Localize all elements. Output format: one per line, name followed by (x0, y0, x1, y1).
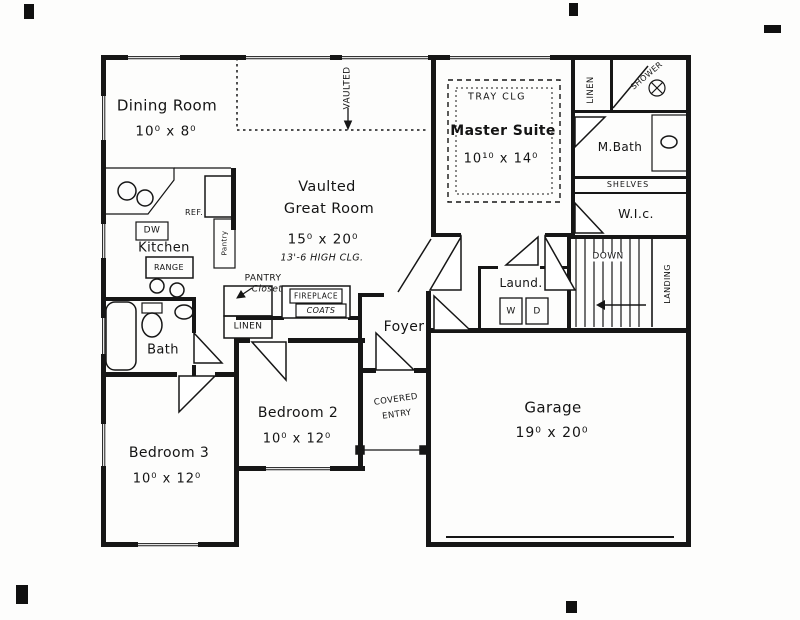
mbath-sink (660, 135, 678, 149)
dw-label: DW (143, 225, 161, 236)
annotation-arrows (236, 108, 353, 299)
bathtub (105, 301, 137, 371)
ceiling-lines (236, 58, 561, 203)
door-swings (178, 65, 649, 414)
great-room-label-2: Great Room (283, 200, 375, 217)
pantry-closet-label-1: PANTRY (244, 273, 282, 284)
great-room-ceiling-note: 13'-6 HIGH CLG. (280, 252, 364, 264)
toilet-tank (141, 302, 163, 314)
garage-dims: 19⁰ x 20⁰ (515, 425, 589, 441)
bedroom2-dims: 10⁰ x 12⁰ (262, 431, 332, 447)
wic-label: W.I.c. (618, 205, 654, 221)
burner (149, 278, 165, 294)
pantry-cabinet (213, 218, 236, 269)
toilet (141, 312, 163, 338)
bedroom3-dims: 10⁰ x 12⁰ (132, 471, 202, 487)
scan-artifacts (16, 3, 781, 613)
linen-top-label: LINEN (585, 76, 596, 104)
laundry-label: Laund. (499, 276, 543, 290)
linen-hall-label: LINEN (233, 321, 263, 332)
stairs-down-label: DOWN (590, 251, 626, 262)
refrigerator (204, 175, 236, 218)
kitchen-counter (103, 167, 175, 215)
fixtures (103, 79, 688, 538)
garage-label: Garage (524, 398, 582, 417)
ref-label: REF. (184, 208, 204, 217)
burner (169, 282, 185, 298)
tray-ceiling-note: TRAY CLG (468, 91, 526, 103)
washer-label: W (506, 306, 516, 317)
kitchen-sink-bowl (117, 181, 137, 201)
great-room-label-1: Vaulted (298, 178, 356, 195)
pantry-cabinet-label: Pantry (220, 230, 229, 256)
pantry-closet-label-2: Closet (251, 284, 283, 295)
great-room-dims: 15⁰ x 20⁰ (287, 231, 359, 248)
coats-label: COATS (306, 306, 336, 315)
fireplace-label: FIREPLACE (294, 291, 338, 301)
linen-closet (223, 315, 273, 339)
bath-sink (174, 304, 194, 320)
master-suite-dims: 10¹⁰ x 14⁰ (463, 151, 539, 167)
porch-post (419, 445, 429, 455)
mbath-vanity (651, 114, 688, 172)
landing-label: LANDING (663, 264, 672, 304)
dryer-label: D (533, 306, 541, 317)
kitchen-sink-bowl (136, 189, 154, 207)
washer-box (499, 297, 523, 325)
shower-drain (648, 79, 666, 97)
dining-room-dims: 10⁰ x 8⁰ (135, 123, 197, 140)
dining-room-label: Dining Room (116, 96, 218, 115)
vaulted-marker: VAULTED (342, 66, 353, 110)
dishwasher (135, 221, 169, 241)
shelves-label: SHELVES (606, 180, 650, 189)
bedroom3-label: Bedroom 3 (128, 445, 210, 461)
master-bath-label: M.Bath (597, 140, 643, 154)
bath-label: Bath (147, 342, 179, 358)
dryer-box (525, 297, 549, 325)
porch-post (355, 445, 365, 455)
fireplace-box (281, 285, 351, 319)
windows (101, 55, 550, 547)
range (145, 256, 194, 279)
fireplace-inner (289, 288, 343, 304)
foyer-label: Foyer (383, 319, 425, 335)
range-label: RANGE (154, 263, 184, 272)
kitchen-label: Kitchen (138, 240, 190, 256)
master-suite-label: Master Suite (450, 123, 556, 139)
coats-closet (295, 303, 347, 318)
bedroom2-label: Bedroom 2 (257, 405, 339, 421)
